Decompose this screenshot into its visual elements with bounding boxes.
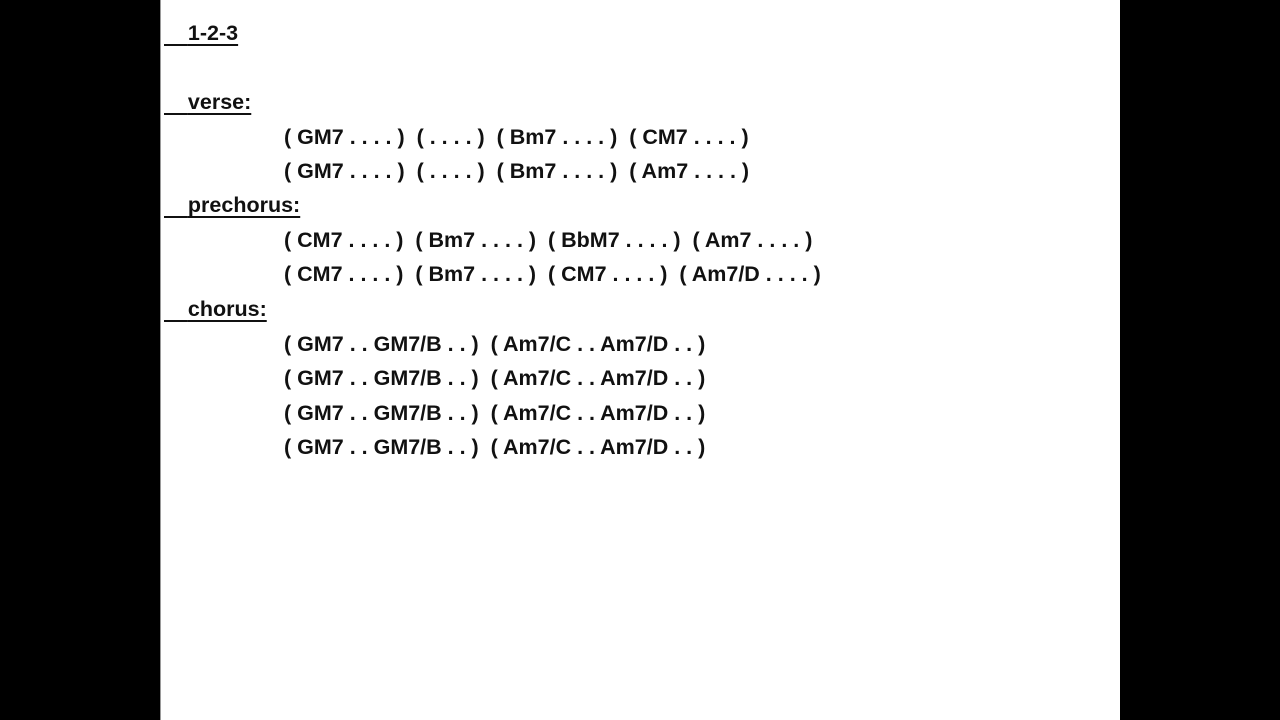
chord-line: ( CM7 . . . . ) ( Bm7 . . . . ) ( CM7 . …	[284, 262, 821, 286]
chord-line: ( GM7 . . GM7/B . . ) ( Am7/C . . Am7/D …	[284, 366, 706, 390]
section-heading-prechorus: prechorus:	[187, 193, 301, 217]
section-heading-verse: verse:	[187, 90, 252, 114]
song-title: 1-2-3	[187, 21, 239, 45]
chord-line: ( GM7 . . GM7/B . . ) ( Am7/C . . Am7/D …	[284, 332, 706, 356]
chord-line: ( GM7 . . GM7/B . . ) ( Am7/C . . Am7/D …	[284, 435, 706, 459]
chord-line: ( GM7 . . . . ) ( . . . . ) ( Bm7 . . . …	[284, 159, 750, 183]
chord-line: ( CM7 . . . . ) ( Bm7 . . . . ) ( BbM7 .…	[284, 228, 813, 252]
section-heading-chorus: chorus:	[187, 297, 267, 321]
chord-sheet-page: 1-2-3 verse: ( GM7 . . . . ) ( . . . . )…	[160, 0, 1120, 720]
chord-line: ( GM7 . . GM7/B . . ) ( Am7/C . . Am7/D …	[284, 401, 706, 425]
chord-line: ( GM7 . . . . ) ( . . . . ) ( Bm7 . . . …	[284, 125, 749, 149]
